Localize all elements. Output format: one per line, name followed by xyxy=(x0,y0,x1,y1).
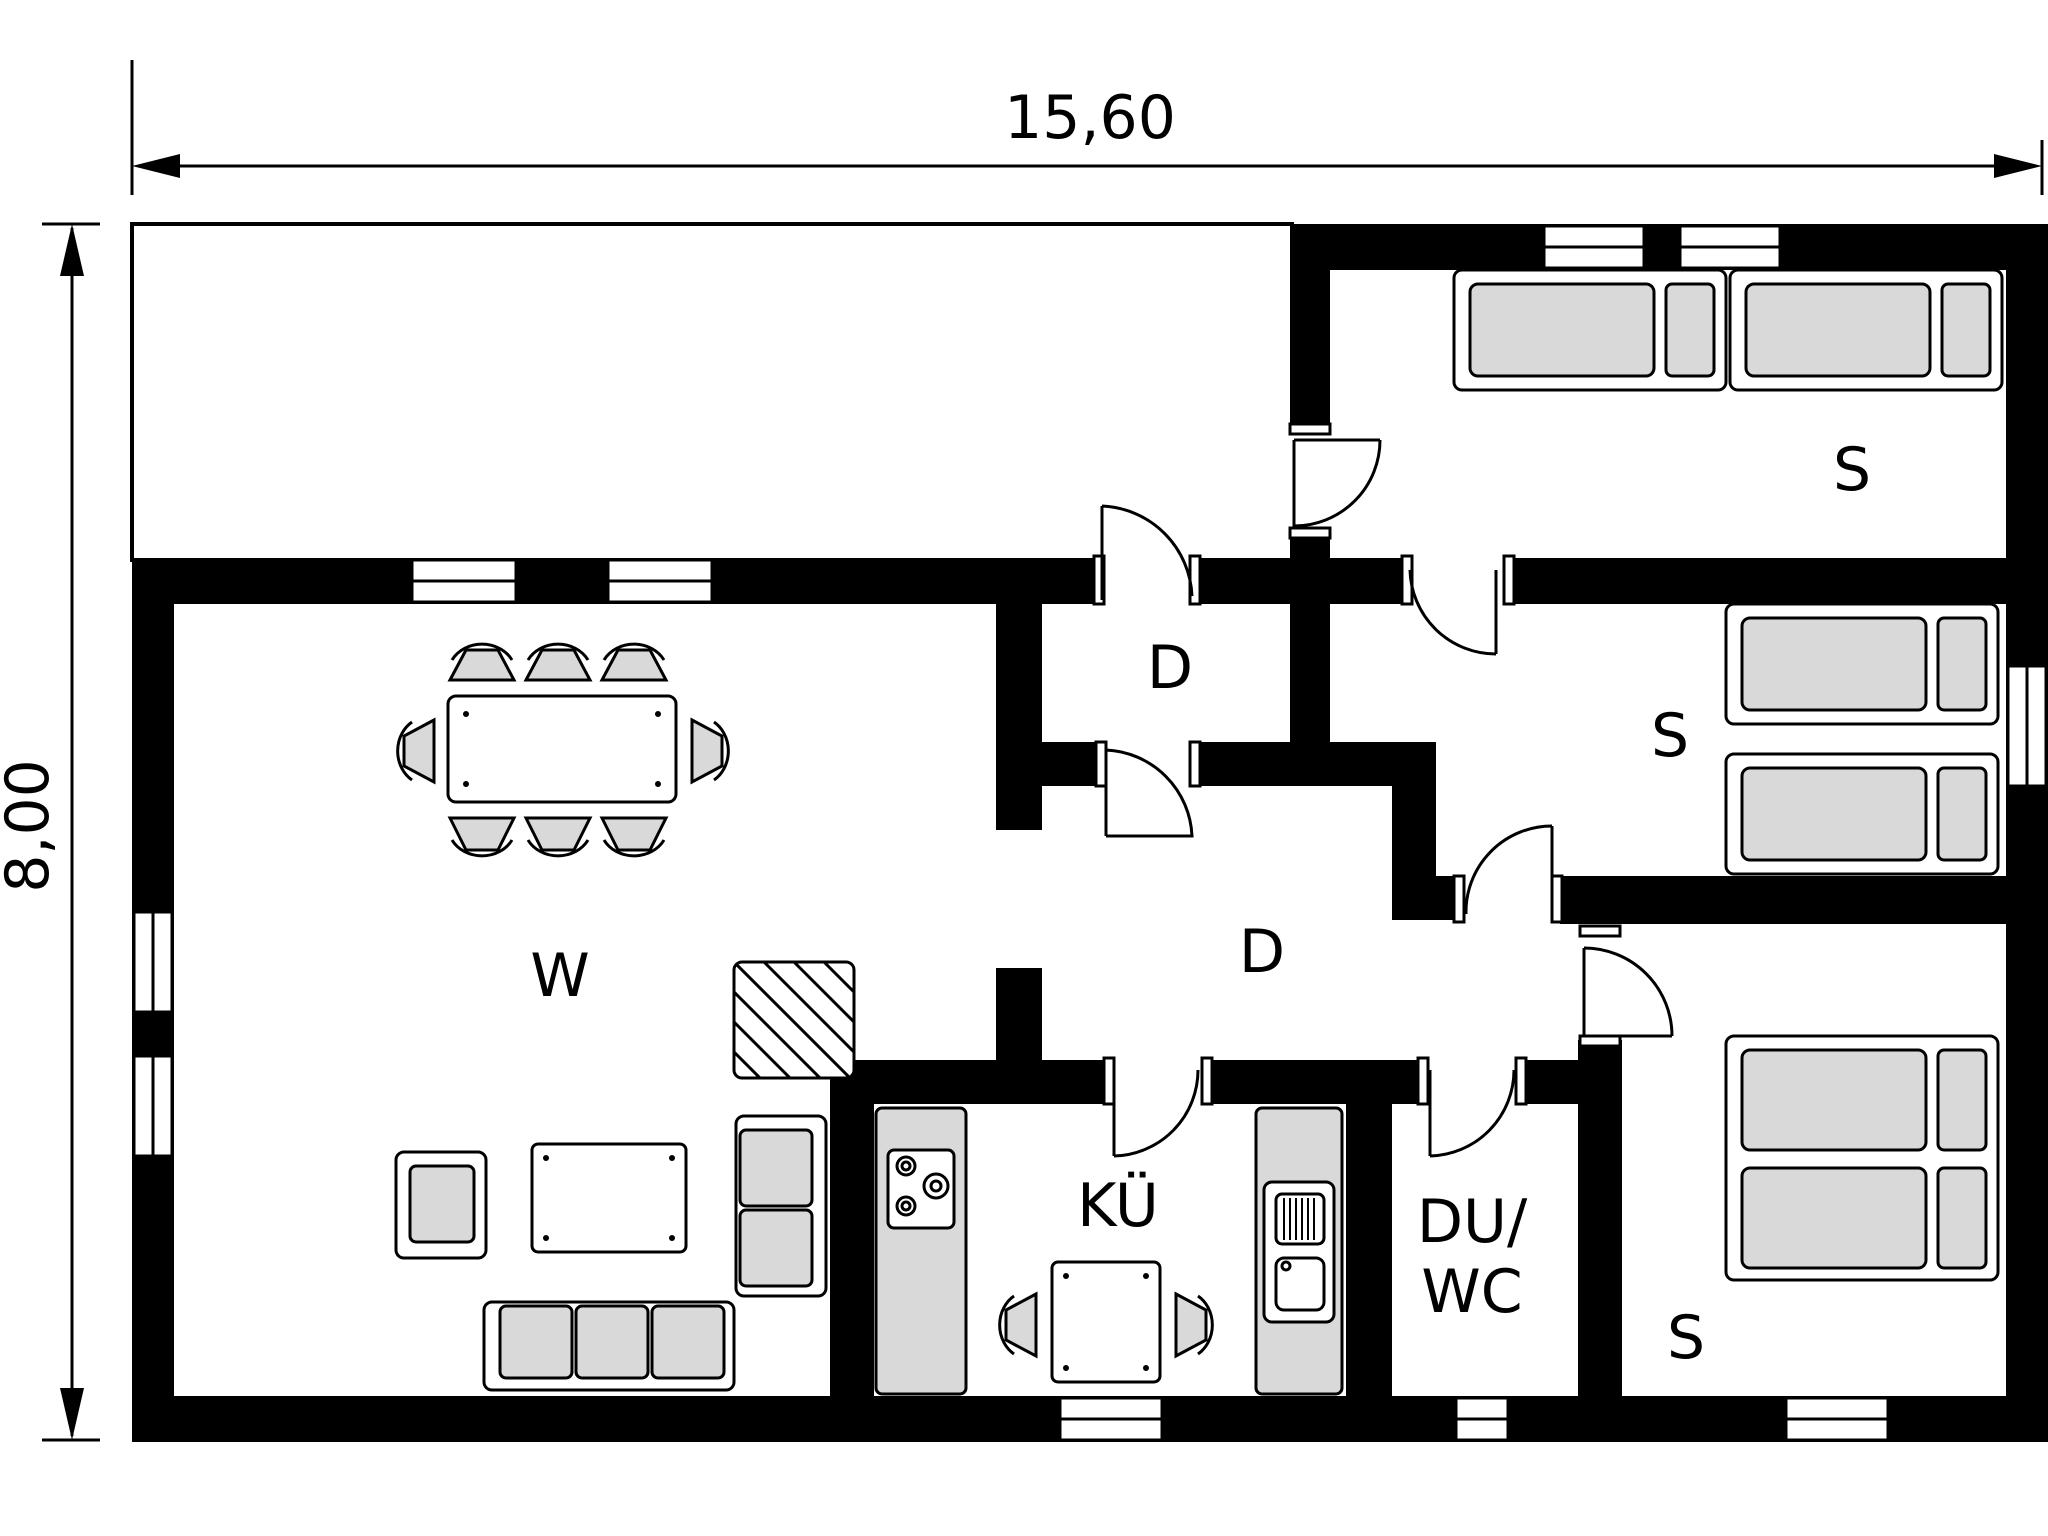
door-swing xyxy=(1292,438,1382,528)
chair xyxy=(599,816,669,852)
room-label-schlaf-2: S xyxy=(1651,701,1689,771)
door-swing xyxy=(1100,504,1194,600)
chair xyxy=(523,816,593,852)
door-swing xyxy=(1408,569,1498,656)
room-label-schlaf-1: S xyxy=(1833,435,1871,505)
kitchen-table xyxy=(1050,1260,1162,1384)
room-labels: W D D KÜ DU/ WC S S S xyxy=(530,435,1871,1373)
room-label-wohnzimmer: W xyxy=(530,941,589,1011)
height-dimension-label: 8,00 xyxy=(0,759,63,893)
doors xyxy=(1092,422,1674,1158)
room-label-diele-upper: D xyxy=(1147,633,1193,703)
chair xyxy=(1174,1291,1208,1359)
terrace-outline xyxy=(130,222,1294,562)
chair xyxy=(402,717,436,785)
arrow-up-icon xyxy=(60,224,84,276)
arrow-right-icon xyxy=(1994,154,2042,178)
width-dimension-label: 15,60 xyxy=(1004,83,1176,153)
chair xyxy=(599,648,669,682)
chair xyxy=(523,648,593,682)
room-label-bad-line2: WC xyxy=(1421,1257,1522,1327)
door-swing xyxy=(1104,748,1194,838)
kitchen-furniture xyxy=(874,1106,1344,1396)
chairs-top xyxy=(447,642,669,682)
width-dimension: 15,60 xyxy=(130,60,2044,195)
door-swing xyxy=(1582,946,1674,1038)
height-dimension: 8,00 xyxy=(0,222,100,1442)
chair xyxy=(447,816,517,852)
door-swing xyxy=(1112,1069,1200,1158)
arrow-left-icon xyxy=(132,154,180,178)
chairs-bottom xyxy=(447,816,669,858)
coffee-table xyxy=(530,1142,688,1254)
dining-set xyxy=(396,642,730,858)
room-label-bad-line1: DU/ xyxy=(1417,1187,1528,1257)
door-swing xyxy=(1464,824,1554,915)
windows xyxy=(132,224,2048,1442)
door-swing xyxy=(1428,1069,1516,1158)
chair xyxy=(447,648,517,682)
fireplace xyxy=(732,960,856,1080)
room-label-schlaf-3: S xyxy=(1667,1303,1705,1373)
room-label-kueche: KÜ xyxy=(1077,1170,1159,1241)
room-label-diele-lower: D xyxy=(1239,917,1285,987)
chair xyxy=(690,717,724,785)
living-set xyxy=(394,1114,828,1392)
beds xyxy=(1452,268,2004,1282)
chair xyxy=(1004,1291,1038,1359)
dining-table xyxy=(446,694,678,804)
arrow-down-icon xyxy=(60,1388,84,1440)
